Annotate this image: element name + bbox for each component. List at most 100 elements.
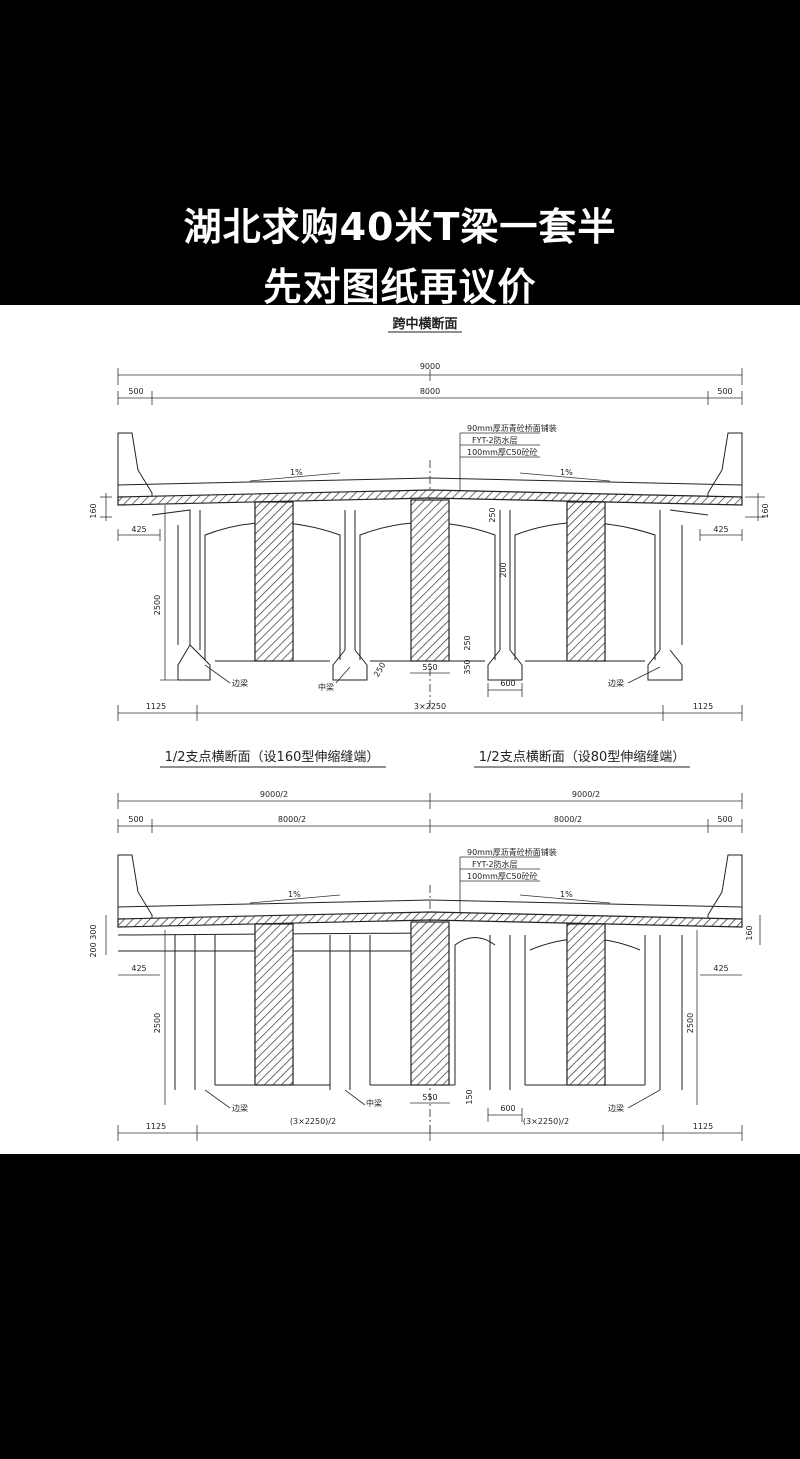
- bottom-barrier-left: [117, 854, 153, 920]
- bottom-slope-right-text: 1%: [560, 890, 573, 899]
- top-dim-600: [487, 683, 523, 697]
- top-layer-leader: [459, 432, 540, 495]
- bottom-bottom-right-text: 1125: [693, 1122, 713, 1131]
- top-diaphragm-hatch-2: [410, 499, 450, 662]
- top-d250a-text: 250: [488, 507, 497, 522]
- top-diaphragm-hatch-3: [566, 501, 606, 662]
- top-layer3-text: 100mm厚C50砼砼: [467, 447, 538, 457]
- bottom-deck-slab: [117, 911, 743, 928]
- top-layer2-text: FYT-2防水层: [472, 435, 518, 445]
- top-bottom-right-text: 1125: [693, 702, 713, 711]
- top-dim-mid-text: 8000: [420, 387, 440, 396]
- top-d2500-text: 2500: [153, 595, 162, 615]
- bottom-dim-split: [117, 819, 743, 833]
- bottom-dim-mid-left: 8000/2: [278, 815, 306, 824]
- video-title-line2: 先对图纸再议价: [263, 265, 537, 309]
- top-slope-right-arrow: [519, 472, 611, 482]
- bottom-d2500-left-text: 2500: [153, 1013, 162, 1033]
- top-barrier-left: [117, 432, 153, 498]
- bottom-leader-mid: [344, 1089, 366, 1106]
- video-title-line1: 湖北求购40米T梁一套半: [183, 205, 617, 249]
- top-section-title: 跨中横断面: [392, 316, 457, 332]
- bottom-barrier-right: [707, 854, 743, 920]
- bottom-dim-mid-right: 8000/2: [554, 815, 582, 824]
- top-pavement-right: [429, 477, 743, 486]
- bottom-d600-text: 600: [500, 1104, 515, 1113]
- top-d550-text: 550: [422, 663, 437, 672]
- top-dim-total: [117, 368, 743, 385]
- top-diaphragm-hatch-1: [254, 501, 294, 662]
- top-leader-edge-left: [204, 664, 231, 684]
- bottom-label-mid: 中梁: [366, 1098, 382, 1108]
- top-deck-slab: [117, 489, 743, 506]
- top-dim-total-text: 9000: [420, 362, 440, 371]
- top-dim-425-right: [699, 529, 743, 541]
- bottom-slope-left-arrow: [249, 894, 341, 904]
- bottom-dim-total: [117, 793, 743, 809]
- top-dim-160-right: [745, 493, 765, 521]
- top-dim-2500: [160, 505, 178, 681]
- bottom-layer3-text: 100mm厚C50砼砼: [467, 871, 538, 881]
- bottom-leader-edge-right: [627, 1089, 661, 1109]
- bottom-pavement-right: [429, 899, 743, 908]
- bottom-label-edge-left: 边梁: [232, 1103, 248, 1113]
- drawing-sheet: 跨中横断面 9000 500 8000 500 90mm厚沥青砼桥面铺装 FYT…: [0, 305, 800, 1154]
- bottom-d2500-right-text: 2500: [686, 1013, 695, 1033]
- top-d160-text: 160: [89, 503, 98, 518]
- top-bottom-left-text: 1125: [146, 702, 166, 711]
- bottom-dim-total-left: 9000/2: [260, 790, 288, 799]
- bottom-dim-left: 500: [128, 815, 143, 824]
- top-barrier-right: [707, 432, 743, 498]
- bottom-slope-left-text: 1%: [288, 890, 301, 899]
- bottom-d150-text: 150: [465, 1089, 474, 1104]
- bottom-leader-edge-left: [204, 1089, 231, 1109]
- top-d425-left-text: 425: [131, 525, 146, 534]
- bottom-d200-300-text: 200 300: [89, 924, 98, 957]
- top-dim-split: [117, 391, 743, 405]
- top-d250c-text: 250: [372, 661, 387, 679]
- cross-section-drawing: 跨中横断面 9000 500 8000 500 90mm厚沥青砼桥面铺装 FYT…: [89, 316, 770, 1141]
- top-dim-425-left: [117, 529, 161, 541]
- bottom-diaphragm-hatch-2: [410, 921, 450, 1086]
- bottom-d425-right-text: 425: [713, 964, 728, 973]
- bottom-title-left: 1/2支点横断面（设160型伸缩缝端）: [165, 749, 380, 765]
- bottom-diaphragm-hatch-1: [254, 923, 294, 1086]
- top-d600-text: 600: [500, 679, 515, 688]
- top-d350-text: 350: [463, 659, 472, 674]
- top-label-mid: 中梁: [318, 682, 334, 692]
- top-leader-edge-right: [627, 666, 661, 684]
- bottom-diaphragm-hatch-3: [566, 923, 606, 1086]
- bottom-title-right: 1/2支点横断面（设80型伸缩缝端）: [479, 749, 685, 765]
- top-dim-bottom: [117, 705, 743, 721]
- bottom-dim-bottom: [117, 1125, 743, 1141]
- top-d160-right-text: 160: [761, 503, 770, 518]
- top-leader-mid: [335, 666, 351, 684]
- top-label-edge-right: 边梁: [608, 678, 624, 688]
- bottom-d425-left-text: 425: [131, 964, 146, 973]
- bottom-d550-text: 550: [422, 1093, 437, 1102]
- top-slope-right-text: 1%: [560, 468, 573, 477]
- top-dim-right-text: 500: [717, 387, 732, 396]
- top-d425-right-text: 425: [713, 525, 728, 534]
- bottom-bottom-left-text: 1125: [146, 1122, 166, 1131]
- bottom-pavement-left: [117, 899, 431, 908]
- top-slope-left-text: 1%: [290, 468, 303, 477]
- top-pavement-left: [117, 477, 431, 486]
- bottom-layer-leader: [459, 856, 540, 917]
- top-label-edge-left: 边梁: [232, 678, 248, 688]
- top-layer1-text: 90mm厚沥青砼桥面铺装: [467, 423, 557, 433]
- bottom-d160-text: 160: [745, 925, 754, 940]
- top-bottom-mid-text: 3×2250: [414, 702, 446, 711]
- bottom-layer2-text: FYT-2防水层: [472, 859, 518, 869]
- bottom-layer1-text: 90mm厚沥青砼桥面铺装: [467, 847, 557, 857]
- bottom-dim-600: [487, 1108, 523, 1122]
- bottom-slope-right-arrow: [519, 894, 611, 904]
- bottom-dim-right: 500: [717, 815, 732, 824]
- top-d250b-text: 250: [463, 635, 472, 650]
- bottom-dim-total-right: 9000/2: [572, 790, 600, 799]
- bottom-bottom-mid-left-text: (3×2250)/2: [290, 1117, 336, 1126]
- top-slope-left-arrow: [249, 472, 341, 482]
- top-dim-160: [100, 493, 112, 521]
- top-d200-text: 200: [499, 562, 508, 577]
- bottom-label-edge-right: 边梁: [608, 1103, 624, 1113]
